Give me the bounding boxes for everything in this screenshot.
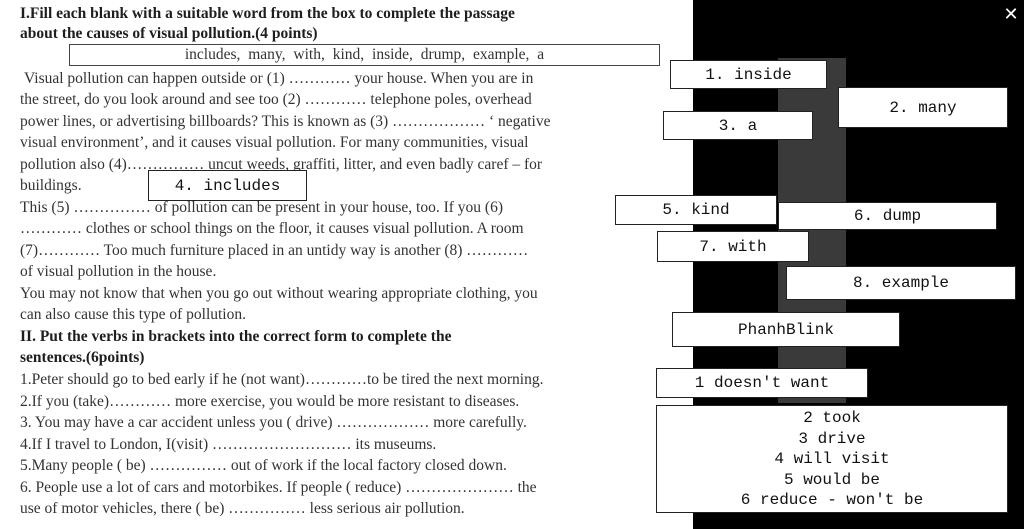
- word-box: includes, many, with, kind, inside, drum…: [69, 44, 660, 66]
- passage-line: the street, do you look around and see t…: [20, 91, 532, 108]
- answer-line: 3 drive: [798, 429, 866, 448]
- answer-box-5: 5. kind: [615, 195, 777, 225]
- passage-line: (7)………… Too much furniture placed in an …: [20, 242, 529, 259]
- exercise-sentence: 1.Peter should go to bed early if he (no…: [20, 371, 544, 388]
- answer-line: 2 took: [803, 409, 861, 427]
- exercise-sentence: 4.If I travel to London, I(visit) …………………: [20, 436, 437, 453]
- exercise-sentence: 6. People use a lot of cars and motorbik…: [20, 479, 537, 496]
- author-label: PhanhBlink: [672, 312, 900, 347]
- passage-line: power lines, or advertising billboards? …: [20, 113, 551, 130]
- exercise-sentence: 3. You may have a car accident unless yo…: [20, 414, 527, 431]
- exercise-sentence: 5.Many people ( be) …………… out of work if…: [20, 457, 507, 474]
- passage-line: Visual pollution can happen outside or (…: [24, 70, 534, 87]
- passage-line: visual environment’, and it causes visua…: [20, 134, 529, 151]
- answer-box-section-2-1: 1 doesn't want: [656, 368, 868, 398]
- answer-box-7: 7. with: [657, 231, 809, 262]
- answer-box-section-2-rest: 2 took 3 drive 4 will visit 5 would be 6…: [656, 405, 1008, 513]
- passage-line: pollution also (4)…………… uncut weeds, gra…: [20, 156, 543, 173]
- passage-line: ………… clothes or school things on the flo…: [20, 220, 524, 237]
- answer-line: 5 would be: [783, 470, 880, 489]
- passage-line: can also cause this type of pollution.: [20, 306, 246, 323]
- passage-line: This (5) …………… of pollution can be prese…: [20, 199, 503, 216]
- worksheet-image: I.Fill each blank with a suitable word f…: [0, 0, 693, 529]
- answer-box-8: 8. example: [786, 266, 1016, 300]
- section-1-heading-line-2: about the causes of visual pollution.(4 …: [20, 25, 318, 42]
- passage-line: of visual pollution in the house.: [20, 263, 217, 280]
- passage-line: buildings.: [20, 177, 82, 194]
- answer-box-2: 2. many: [838, 87, 1008, 128]
- answer-line: 6 reduce - won't be: [740, 491, 924, 510]
- close-icon[interactable]: ✕: [1003, 4, 1019, 25]
- exercise-sentence: use of motor vehicles, there ( be) ………………: [20, 500, 465, 517]
- answer-box-1: 1. inside: [670, 60, 827, 89]
- section-2-heading-line-1: II. Put the verbs in brackets into the c…: [20, 328, 452, 345]
- answer-line: 4 will visit: [774, 450, 890, 469]
- answer-box-6: 6. dump: [778, 202, 997, 230]
- section-2-heading-line-2: sentences.(6points): [20, 349, 145, 366]
- passage-line: You may not know that when you go out wi…: [20, 285, 538, 302]
- answer-box-3: 3. a: [663, 111, 813, 140]
- section-1-heading-line-1: I.Fill each blank with a suitable word f…: [20, 5, 515, 22]
- exercise-sentence: 2.If you (take)………… more exercise, you w…: [20, 393, 520, 410]
- answer-box-4: 4. includes: [148, 170, 307, 201]
